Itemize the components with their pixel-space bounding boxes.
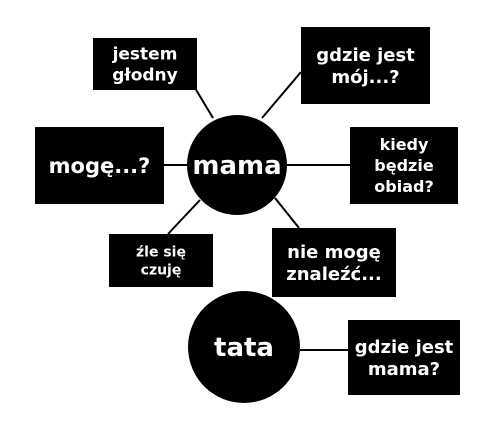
question-box-line: czuję [141, 262, 182, 278]
question-box-line: będzie [374, 156, 434, 175]
question-box-line: mogę...? [49, 154, 151, 178]
connector-zle-sie-czuje [167, 199, 201, 235]
question-box-bg [35, 127, 164, 204]
question-box-bg [348, 320, 460, 395]
question-box-line: jestem [112, 44, 178, 64]
hub-circle-tata [188, 291, 300, 403]
question-box-bg [301, 27, 430, 104]
hub-circle-mama [187, 115, 287, 215]
connector-lines [164, 71, 350, 351]
question-box-line: gdzie jest [355, 337, 454, 358]
question-box-line: źle się [136, 244, 186, 260]
question-box-line: znaleźć... [286, 264, 381, 285]
hub-mama: mama [187, 115, 287, 215]
question-box-line: mój...? [331, 67, 399, 88]
question-box-bg [93, 38, 197, 90]
hub-label-tata: tata [214, 333, 274, 363]
connector-gdzie-jest-moj [261, 71, 302, 119]
question-box-bg [272, 228, 396, 297]
hub-tata: tata [188, 291, 300, 403]
question-box-zle-sie-czuje: źle się czuję [109, 234, 213, 287]
hub-label-mama: mama [192, 151, 281, 181]
question-box-line: obiad? [374, 177, 433, 196]
hub-nodes: mama tata [187, 115, 300, 403]
question-box-bg [109, 234, 213, 287]
connector-jestem-glodny [194, 87, 214, 119]
connector-nie-moge-znalezc [274, 197, 300, 229]
question-box-kiedy-bedzie-obiad: kiedy będzie obiad? [350, 127, 458, 204]
question-box-line: głodny [112, 65, 178, 85]
question-box-moge: mogę...? [35, 127, 164, 204]
question-box-line: mama? [368, 359, 440, 380]
question-box-line: kiedy [380, 135, 429, 154]
question-box-line: nie mogę [287, 242, 381, 263]
question-box-bg [350, 127, 458, 204]
question-box-line: gdzie jest [316, 45, 415, 66]
question-box-nie-moge-znalezc: nie mogęznaleźć... [272, 228, 396, 297]
